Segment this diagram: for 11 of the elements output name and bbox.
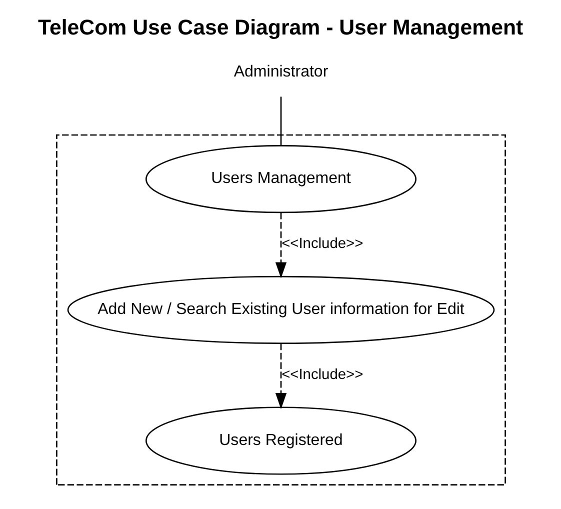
- node-text: Administrator: [233, 62, 328, 80]
- node-ellipse: Users Registered: [145, 406, 416, 475]
- arrow: [274, 212, 286, 278]
- edge-label: <<Include>>: [281, 367, 363, 384]
- node-ellipse: Users Management: [145, 145, 416, 214]
- cluster: [56, 134, 506, 486]
- connector: [280, 96, 282, 146]
- edge-label: <<Include>>: [281, 236, 363, 252]
- arrow: [274, 344, 286, 410]
- node-ellipse: Add New / Search Existing User information for Edit: [66, 276, 494, 344]
- diagram-title: TeleCom Use Case Diagram - User Management: [38, 16, 523, 40]
